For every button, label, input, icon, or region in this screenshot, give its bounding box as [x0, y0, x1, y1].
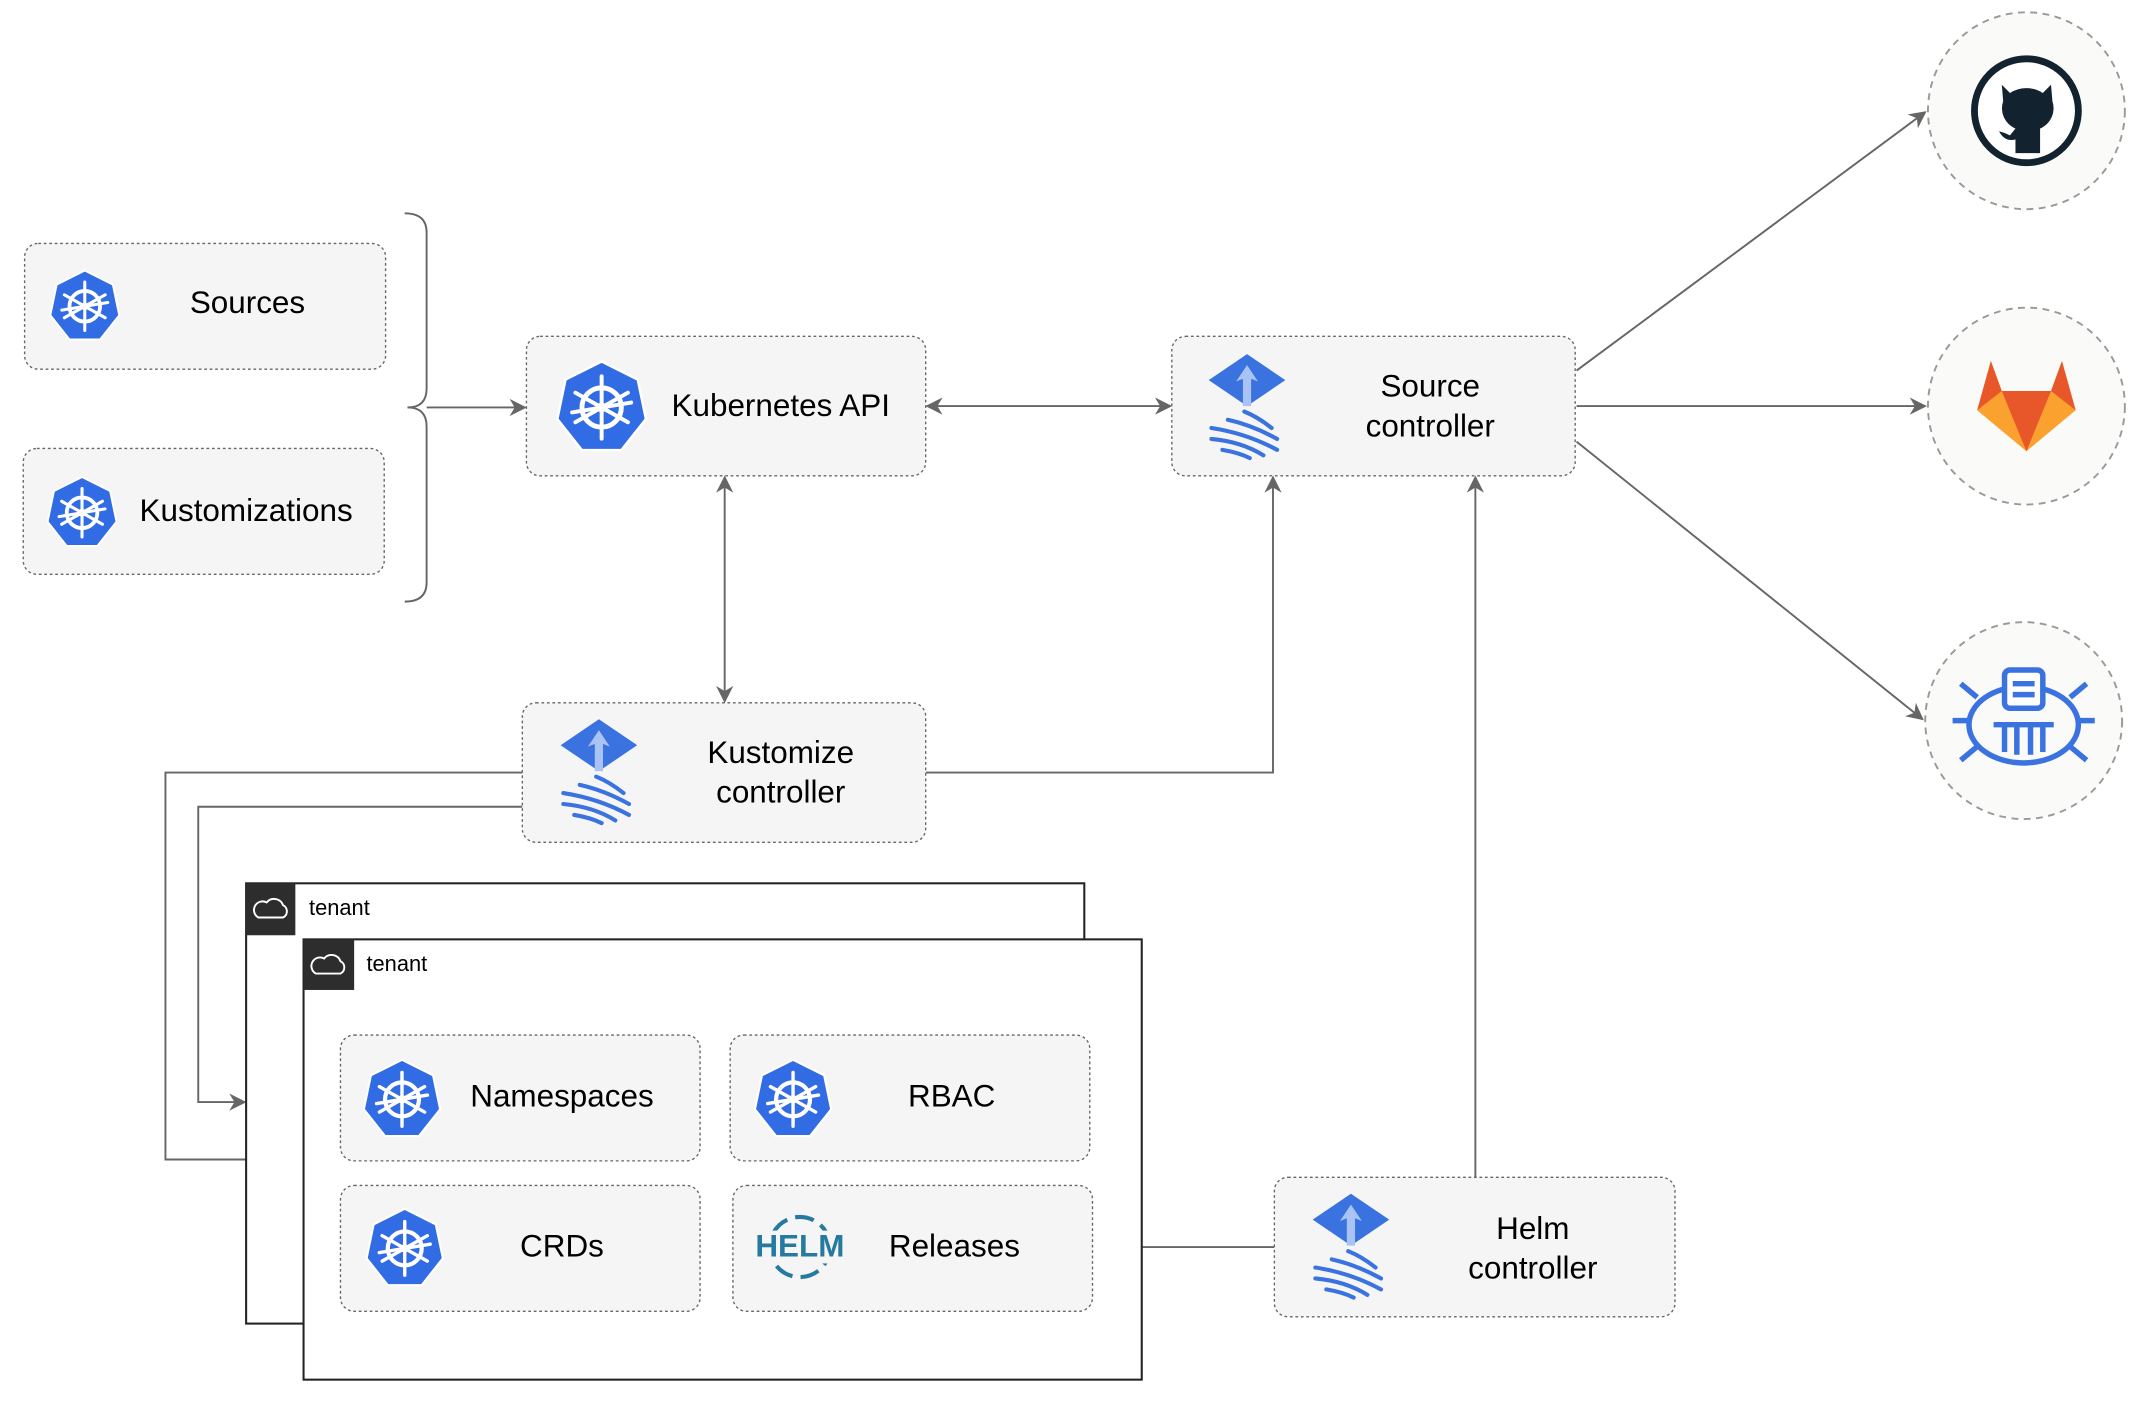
github-source	[1927, 11, 2126, 211]
source-controller-label-line1: Source	[1380, 369, 1480, 404]
node-helm-controller: Helm controller	[1273, 1176, 1676, 1318]
edge-source-to-bucket	[1575, 440, 1924, 721]
namespaces-label: Namespaces	[470, 1078, 653, 1113]
releases-label: Releases	[889, 1229, 1020, 1264]
crds-label: CRDs	[520, 1229, 604, 1264]
kustomize-controller-label-line1: Kustomize	[707, 735, 854, 770]
helm-logo-text: HELM	[755, 1229, 844, 1264]
edge-source-to-github	[1575, 111, 1927, 372]
node-source-controller: Source controller	[1171, 335, 1576, 477]
node-kustomizations: Kustomizations	[22, 447, 385, 575]
helm-controller-label-line1: Helm	[1496, 1211, 1569, 1246]
kustomizations-label: Kustomizations	[140, 493, 353, 528]
grouping-brace	[404, 212, 428, 603]
rbac-label: RBAC	[908, 1078, 995, 1113]
helm-controller-label-line2: controller	[1468, 1251, 1597, 1286]
github-icon	[1971, 55, 2082, 167]
source-controller-label-line2: controller	[1366, 408, 1495, 443]
helm-icon: HELM	[752, 1214, 848, 1280]
tenant-label: tenant	[309, 895, 370, 920]
edge-kustomize-to-source	[925, 475, 1282, 774]
sources-label: Sources	[190, 285, 305, 320]
node-namespaces: Namespaces	[339, 1034, 701, 1162]
node-crds: CRDs	[339, 1184, 701, 1312]
bucket-icon	[1952, 667, 2095, 766]
node-kustomize-controller: Kustomize controller	[521, 702, 927, 843]
node-kubernetes-api: Kubernetes API	[525, 335, 927, 477]
gitlab-icon	[1977, 360, 2076, 452]
edge-kustomize-to-tenant-back	[197, 805, 523, 1111]
node-sources: Sources	[23, 242, 387, 370]
tenant-label: tenant	[366, 951, 427, 976]
cloud-icon	[310, 954, 346, 975]
kustomize-controller-label-line2: controller	[716, 775, 845, 810]
node-releases: HELM Releases	[732, 1184, 1094, 1312]
gitlab-source	[1927, 306, 2126, 506]
cloud-icon	[253, 898, 288, 919]
node-rbac: RBAC	[729, 1034, 1091, 1162]
edge-kustomize-to-tenant-front	[164, 771, 523, 1169]
kubernetes-api-label: Kubernetes API	[672, 388, 890, 423]
bucket-source	[1924, 621, 2124, 820]
